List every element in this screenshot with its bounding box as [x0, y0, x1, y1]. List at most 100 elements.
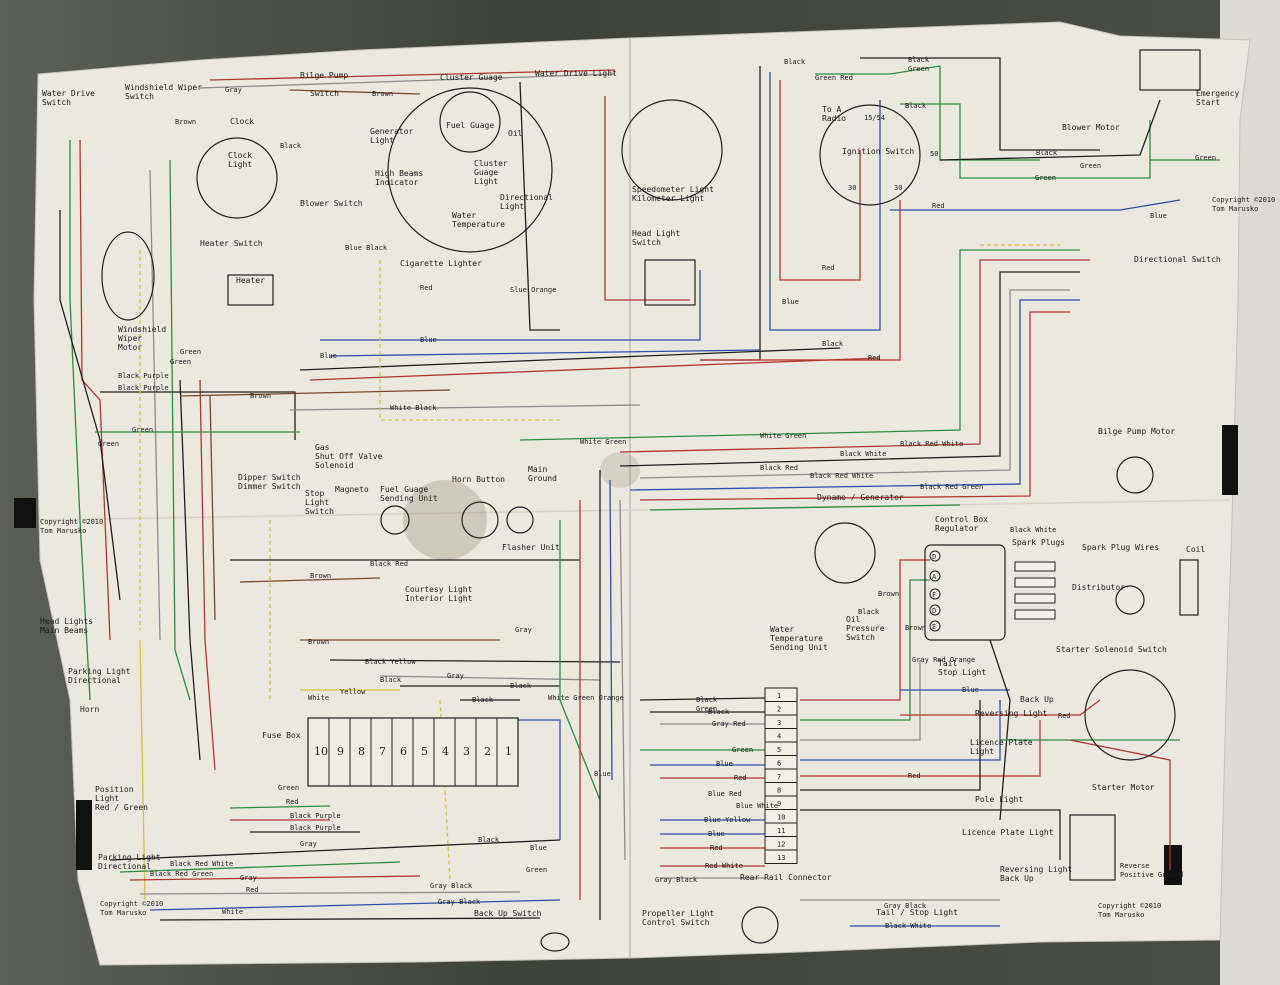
wire-label: Blue Black	[345, 244, 388, 252]
fuse-number: 9	[337, 745, 344, 758]
connector-pin-number: 1	[777, 692, 781, 700]
wire-label: Blue	[420, 336, 437, 344]
label-distributor: Distributor	[1072, 583, 1125, 592]
wire-label: Red	[1058, 712, 1071, 720]
heater-box	[227, 274, 274, 306]
ignition-terminal-label: 30	[848, 184, 856, 192]
label-ignition-switch: Ignition Switch	[842, 147, 914, 156]
wire-label: Black Red White	[900, 440, 963, 448]
wire-label: Red	[710, 844, 723, 852]
wire-label: Blue	[530, 844, 547, 852]
wire-label: Black	[280, 142, 302, 150]
wire-label: Black Red Green	[150, 870, 213, 878]
fuse-number: 6	[400, 745, 407, 758]
wire-label: White Green	[580, 438, 626, 446]
label-bilge-pump: Bilge Pump	[300, 71, 348, 80]
wire-label: Black Red	[370, 560, 408, 568]
wire-label: Black Red Green	[920, 483, 983, 491]
fuse-number: 8	[358, 745, 365, 758]
label-rear-rail-connector: Rear Rail Connector	[740, 873, 832, 882]
wire-label: Gray Black	[884, 902, 927, 910]
label-fuel-guage: Fuel Guage	[446, 121, 494, 130]
connector-pin-number: 6	[777, 760, 781, 768]
connector-pin-number: 11	[777, 827, 785, 835]
wire-label: Blue	[320, 352, 337, 360]
wire-label: Brown	[310, 572, 331, 580]
wire-label: Black	[380, 676, 402, 684]
starter-solenoid-symbol	[1084, 669, 1176, 761]
ctrl-terminal-label: E	[932, 623, 936, 631]
wire-label: Green	[732, 746, 753, 754]
label-magneto: Magneto	[335, 485, 369, 494]
label-coil: Coil	[1186, 545, 1205, 554]
ignition-switch-symbol	[819, 104, 921, 206]
wire-label: Green	[1035, 174, 1056, 182]
wire-label: Gray Black	[430, 882, 473, 890]
label-cluster-guage: Cluster Guage	[440, 73, 503, 82]
wire-label: Black	[478, 836, 500, 844]
wire-label: Black White	[840, 450, 886, 458]
connector-pin	[764, 849, 798, 864]
wire-label: Brown	[878, 590, 899, 598]
wire-label: Black Purple	[290, 824, 341, 832]
bilge-motor-symbol	[1116, 456, 1154, 494]
wire-label: Green	[1195, 154, 1216, 162]
label-horn-button: Horn Button	[452, 475, 505, 484]
wire-label: Black	[1036, 149, 1058, 157]
ctrl-terminal-label: F	[932, 591, 936, 599]
wire-label: Brown	[372, 90, 393, 98]
wire-label: White Black	[390, 404, 437, 412]
wire-label: Red	[822, 264, 835, 272]
stain	[600, 452, 640, 488]
label-starter-solenoid: Starter Solenoid Switch	[1056, 645, 1167, 654]
wire-label: Blue	[716, 760, 733, 768]
wire-label: Green	[180, 348, 201, 356]
speedometer-symbol	[621, 99, 723, 201]
blower-motor-symbol	[1139, 49, 1201, 91]
label-reversing-light: Reversing Light	[975, 709, 1047, 718]
wire-label: Black Red	[760, 464, 798, 472]
wire-label: Red	[868, 354, 881, 362]
label-fuse-box: Fuse Box	[262, 731, 301, 740]
fold-line-horizontal	[39, 499, 1231, 521]
starter-motor-symbol	[1069, 814, 1116, 881]
connector-pin-number: 9	[777, 800, 781, 808]
wire-label: Blue Yellow	[704, 816, 751, 824]
wire-label: Green	[1080, 162, 1101, 170]
tape	[1164, 845, 1182, 885]
tape	[14, 498, 36, 528]
label-bilge-pump-motor: Bilge Pump Motor	[1098, 427, 1175, 436]
paper-sheet	[33, 21, 1251, 966]
tape	[1222, 425, 1238, 495]
fuse-number: 1	[505, 745, 512, 758]
wire-label: Gray Black	[438, 898, 481, 906]
label-heater: Heater	[236, 276, 265, 285]
connector-pin-number: 2	[777, 706, 781, 714]
wire-label: Green	[526, 866, 547, 874]
wire-label: Gray Black	[655, 876, 698, 884]
fuse-number: 7	[379, 745, 386, 758]
wire-label: Red	[286, 798, 299, 806]
wire-label: Green	[98, 440, 119, 448]
label-back-up: Back Up	[1020, 695, 1054, 704]
label-clock: Clock	[230, 117, 254, 126]
wire-label: Gray	[515, 626, 532, 634]
wire-label: Green	[278, 784, 299, 792]
